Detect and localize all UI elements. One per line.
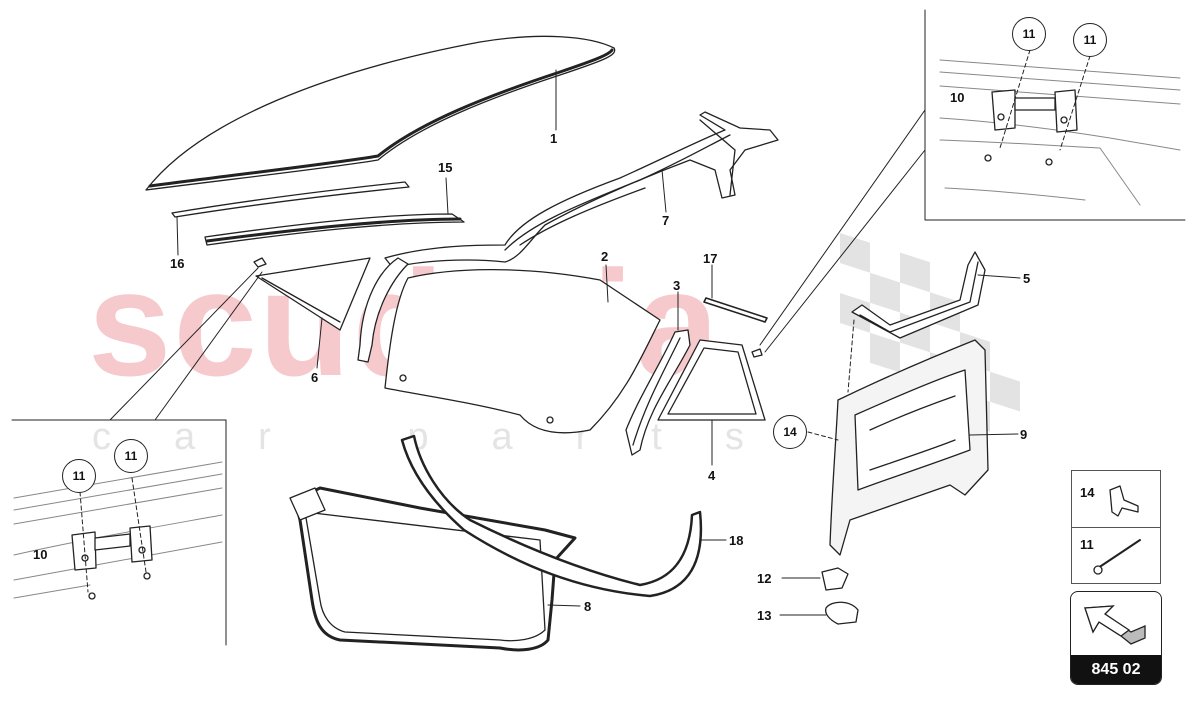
- callout-7: 7: [662, 213, 670, 228]
- part-18-seal-strip: [400, 434, 703, 598]
- part-15-strip: [204, 213, 465, 246]
- leader-lines: [109, 69, 1021, 616]
- legend-item-11: 11: [1080, 537, 1094, 552]
- inset-right-bracket-label: 10: [950, 90, 965, 105]
- legend-icons: [1093, 485, 1141, 575]
- callout-2: 2: [601, 249, 609, 264]
- callout-18: 18: [729, 533, 744, 548]
- inset-right-circle-b: 11: [1073, 23, 1107, 57]
- part-12-clip: [821, 567, 849, 591]
- part-6-quarter-glass: [253, 257, 371, 331]
- inset-left-circle-b: 11: [114, 439, 148, 473]
- circle-14: 14: [773, 415, 807, 449]
- callout-5: 5: [1023, 271, 1031, 286]
- part-8-door-seal: [289, 486, 577, 652]
- callout-3: 3: [673, 278, 681, 293]
- part-9-door-panel: [829, 339, 989, 556]
- callout-16: 16: [170, 256, 185, 271]
- part-5-frame: [851, 251, 986, 339]
- part-4-rear-window: [657, 339, 766, 421]
- inset-left: [11, 419, 227, 646]
- callout-6: 6: [311, 370, 319, 385]
- inset-right: [924, 9, 1186, 221]
- part-16-strip: [171, 181, 410, 218]
- inset-left-bracket-label: 10: [33, 547, 48, 562]
- callout-1: 1: [550, 131, 558, 146]
- part-3-pillar: [625, 329, 691, 456]
- callout-12: 12: [757, 571, 772, 586]
- part-13-clip: [824, 601, 859, 625]
- legend-divider: [1072, 527, 1160, 528]
- callout-4: 4: [708, 468, 716, 483]
- part-7-roof-rail: [384, 111, 779, 269]
- callout-15: 15: [438, 160, 453, 175]
- diagram-badge: 845 02: [1070, 591, 1162, 685]
- callout-9: 9: [1020, 427, 1028, 442]
- callout-13: 13: [757, 608, 772, 623]
- part-front-channel: [357, 257, 409, 363]
- legend-item-14: 14: [1080, 485, 1095, 500]
- inset-left-circle-a: 11: [62, 459, 96, 493]
- part-17-strip: [703, 297, 768, 323]
- diagram-code: 845 02: [1071, 655, 1161, 684]
- part-2-door-glass: [384, 268, 661, 434]
- arrow-icon: [1084, 605, 1146, 645]
- part-1-windshield: [145, 35, 616, 191]
- fastener-legend: 14 11: [1071, 470, 1161, 584]
- callout-17: 17: [703, 251, 718, 266]
- callout-8: 8: [584, 599, 592, 614]
- inset-right-circle-a: 11: [1012, 17, 1046, 51]
